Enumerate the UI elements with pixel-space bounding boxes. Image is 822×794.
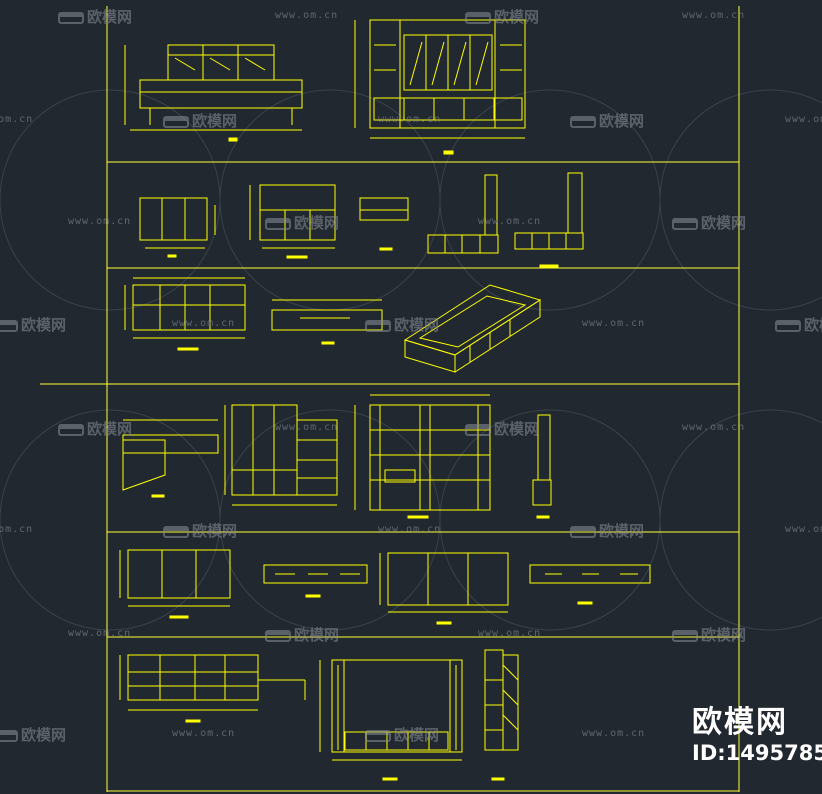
sofa-icon (365, 319, 391, 332)
watermark-url: www.om.cn (478, 628, 542, 639)
shelf-elevation-b (427, 172, 584, 268)
sofa-icon (163, 525, 189, 538)
wardrobe-elevation-d (224, 404, 338, 506)
watermark-brand: 欧模网 (265, 212, 339, 233)
cabinet-elevation-b (249, 184, 336, 259)
tv-wall-elevation-f (319, 659, 463, 781)
side-section-f (484, 649, 519, 781)
watermark-brand: 欧模网 (163, 520, 237, 541)
sofa-icon (0, 729, 18, 742)
watermark-url: www.om.cn (582, 318, 646, 329)
sofa-icon (0, 319, 18, 332)
sofa-icon (365, 729, 391, 742)
watermark-url: www.om.cn (682, 10, 746, 21)
sofa-icon (672, 629, 698, 642)
asset-id: ID:1495785 (692, 741, 822, 765)
sofa-icon (570, 115, 596, 128)
watermark-url: www.om.cn (0, 524, 34, 535)
sheet-frame (40, 6, 740, 792)
sofa-icon (465, 423, 491, 436)
low-cabinet-elevation-c (271, 299, 383, 345)
watermark-brand: 欧模网 (570, 520, 644, 541)
cabinet-elevation-f (119, 654, 306, 723)
watermark-brand: 欧模网 (570, 110, 644, 131)
watermark-url: www.om.cn (785, 114, 822, 125)
sofa-icon (163, 115, 189, 128)
tv-wall-elevation-a (354, 19, 526, 155)
bookcase-elevation-d (354, 394, 491, 519)
watermark-brand: 欧模网 (365, 314, 439, 335)
sofa-icon (265, 629, 291, 642)
watermark-url: www.om.cn (682, 422, 746, 433)
watermark-url: www.om.cn (478, 216, 542, 227)
watermark-url: www.om.cn (275, 422, 339, 433)
sofa-icon (58, 423, 84, 436)
watermark-url: www.om.cn (275, 10, 339, 21)
watermark-url: www.om.cn (582, 728, 646, 739)
watermark-url: www.om.cn (68, 216, 132, 227)
watermark-arcs (0, 89, 822, 631)
low-cabinet-isometric-c (403, 284, 542, 373)
cabinet-plan-e1 (263, 564, 368, 598)
sofa-icon (672, 217, 698, 230)
sofa-icon (570, 525, 596, 538)
tv-cabinet-elevation-a (124, 44, 303, 142)
watermark-url: www.om.cn (378, 524, 442, 535)
sofa-icon (58, 11, 84, 24)
watermark-url: www.om.cn (785, 524, 822, 535)
cabinet-plan-e2 (529, 564, 651, 605)
watermark-brand: 欧模网 (58, 6, 132, 27)
watermark-brand: 欧模网 (0, 314, 66, 335)
sofa-icon (465, 11, 491, 24)
cabinet-section-b (359, 197, 409, 251)
watermark-url: www.om.cn (0, 114, 34, 125)
watermark-brand: 欧模网 (365, 724, 439, 745)
watermark-brand: 欧模网 (58, 418, 132, 439)
watermark-url: www.om.cn (172, 728, 236, 739)
sofa-icon (265, 217, 291, 230)
watermark-brand: 欧模网 (672, 624, 746, 645)
watermark-brand: 欧模网 (0, 724, 66, 745)
watermark-brand: 欧模网 (775, 314, 822, 335)
brand-name: 欧模网 (692, 705, 788, 740)
cabinet-plan-b (139, 197, 216, 258)
brand-badge: 欧模网 ID:1495785 (692, 706, 822, 766)
low-cabinet-plan-c (124, 277, 246, 351)
watermark-brand: 欧模网 (672, 212, 746, 233)
side-section-d (532, 414, 552, 519)
desk-plan-d (122, 419, 219, 498)
watermark-brand: 欧模网 (163, 110, 237, 131)
cabinet-elevation-e1 (119, 549, 231, 619)
watermark-brand: 欧模网 (465, 418, 539, 439)
sofa-icon (775, 319, 801, 332)
watermark-brand: 欧模网 (465, 6, 539, 27)
watermark-url: www.om.cn (378, 114, 442, 125)
watermark-url: www.om.cn (68, 628, 132, 639)
watermark-brand: 欧模网 (265, 624, 339, 645)
watermark-url: www.om.cn (172, 318, 236, 329)
cabinet-elevation-e2 (379, 552, 509, 625)
